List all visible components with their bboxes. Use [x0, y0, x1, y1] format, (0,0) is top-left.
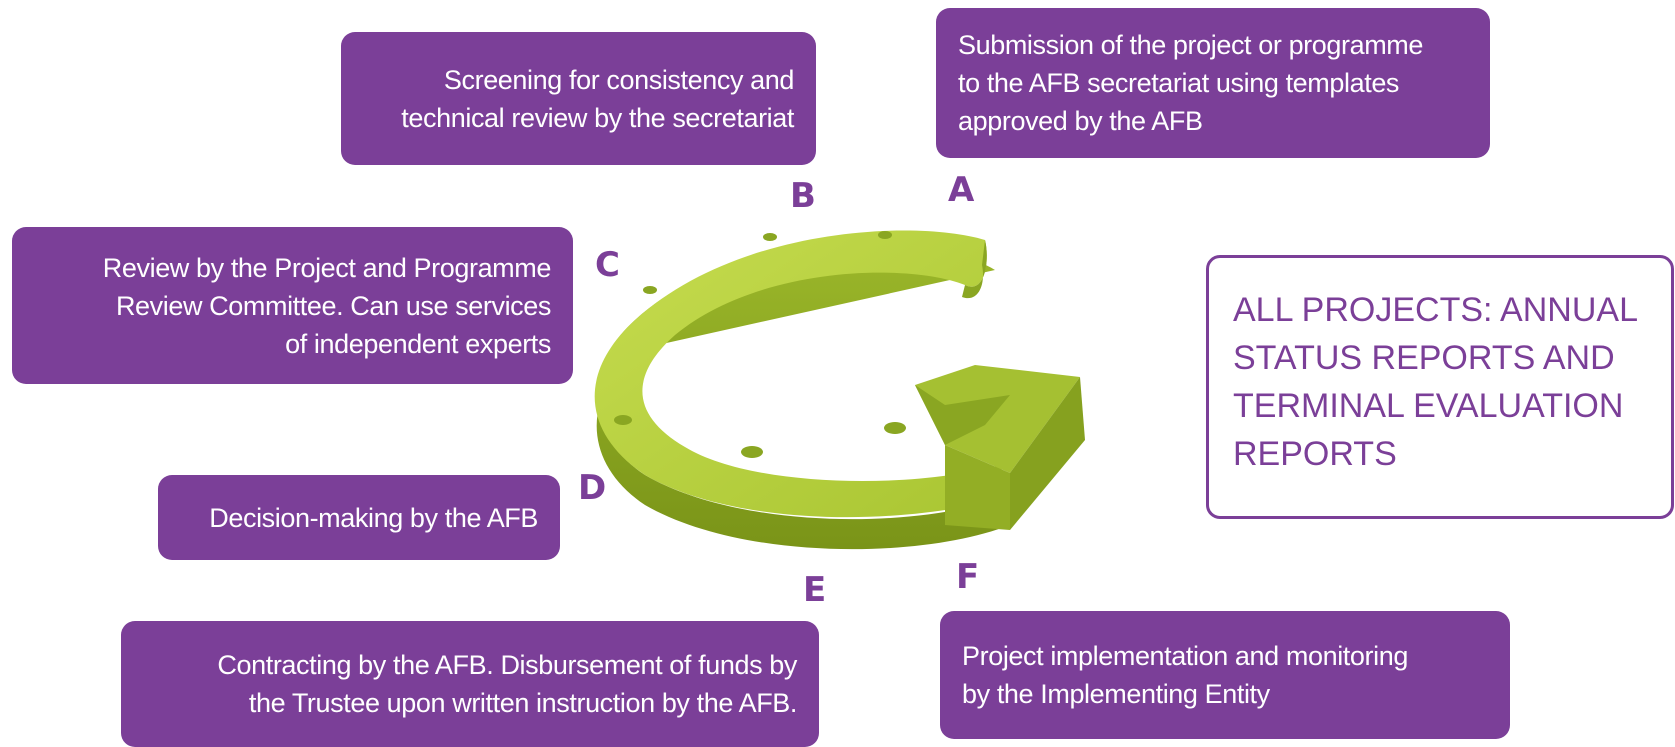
step-f-box: Project implementation and monitoring by…	[940, 611, 1510, 739]
arrow-notch	[915, 385, 1010, 445]
step-d-text: Decision-making by the AFB	[209, 502, 538, 533]
step-c-letter: C	[595, 245, 620, 285]
step-f-letter: F	[956, 557, 980, 597]
step-e-letter: E	[803, 570, 827, 610]
arrow-head-top	[915, 365, 1080, 473]
ring-top	[594, 230, 1010, 518]
ring-end-cap	[962, 240, 987, 299]
step-a-letter: A	[948, 170, 975, 210]
step-e-box: Contracting by the AFB. Disbursement of …	[121, 621, 819, 747]
reports-box: ALL PROJECTS: ANNUAL STATUS REPORTS AND …	[1206, 255, 1674, 519]
step-b-letter: B	[790, 176, 816, 216]
step-b-text: Screening for consistency and technical …	[401, 64, 794, 133]
step-e-text: Contracting by the AFB. Disbursement of …	[217, 650, 797, 718]
step-c-text: Review by the Project and Programme Revi…	[102, 252, 552, 359]
step-d-letter: D	[578, 468, 607, 508]
step-a-text: Submission of the project or programme t…	[958, 30, 1424, 136]
step-f-text: Project implementation and monitoring by…	[962, 641, 1408, 709]
step-d-box: Decision-making by the AFB	[158, 475, 560, 560]
arrow-head-side	[1010, 377, 1085, 530]
step-c-box: Review by the Project and Programme Revi…	[12, 227, 573, 384]
step-b-box: Screening for consistency and technical …	[341, 32, 816, 165]
circular-arrow-icon	[594, 230, 1085, 550]
ring-side	[596, 242, 1010, 550]
arrow-stem-side	[945, 445, 1010, 530]
step-a-box: Submission of the project or programme t…	[936, 8, 1490, 158]
